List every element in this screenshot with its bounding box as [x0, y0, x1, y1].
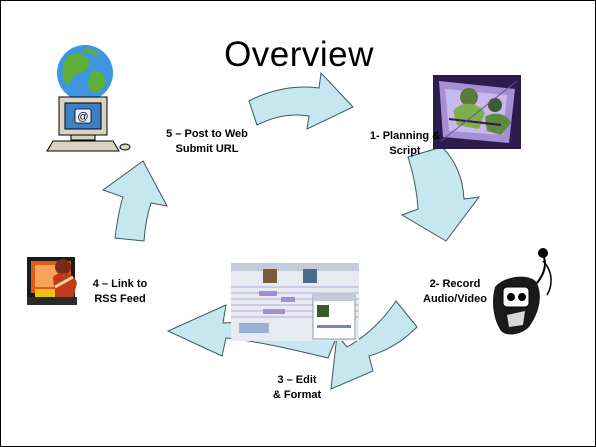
- step-5-line-1: 5 – Post to Web: [166, 128, 248, 140]
- step-1-line-2: Script: [389, 145, 421, 157]
- editing-software-screenshot: [231, 263, 359, 341]
- step-5-label: 5 – Post to Web Submit URL: [139, 127, 275, 157]
- cycle-arrow-bottom-right: [330, 300, 418, 390]
- cycle-arrow-left: [101, 160, 168, 242]
- step-5-line-2: Submit URL: [175, 143, 239, 155]
- slide-title: Overview: [224, 35, 374, 74]
- step-1-label: 1- Planning & Script: [353, 129, 457, 159]
- step-4-line-1: 4 – Link to: [92, 278, 148, 290]
- svg-text:@: @: [77, 111, 88, 123]
- step-2-label: 2- Record Audio/Video: [407, 277, 503, 307]
- step-4-label: 4 – Link to RSS Feed: [67, 277, 173, 307]
- step-2-line-1: 2- Record: [429, 278, 481, 290]
- step-4-line-2: RSS Feed: [94, 293, 146, 305]
- cycle-arrow-top: [248, 71, 354, 130]
- planning-clipart-icon: [433, 75, 521, 149]
- person-at-computer-icon: [27, 257, 77, 305]
- audio-recorder-icon: [493, 248, 552, 335]
- cycle-arrow-right: [400, 146, 481, 242]
- step-3-line-1: 3 – Edit: [277, 374, 317, 386]
- step-3-label: 3 – Edit & Format: [245, 373, 349, 403]
- step-1-line-1: 1- Planning &: [369, 130, 441, 142]
- step-3-line-2: & Format: [272, 389, 322, 401]
- globe-computer-icon: @: [46, 45, 131, 152]
- step-2-line-2: Audio/Video: [423, 293, 487, 305]
